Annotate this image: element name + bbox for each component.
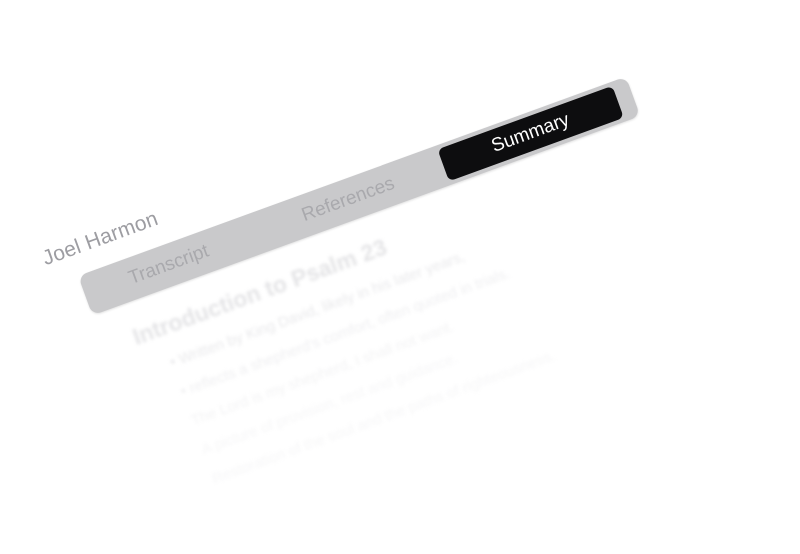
app-screen: Joel Harmon Transcript References Summar…	[39, 76, 641, 430]
